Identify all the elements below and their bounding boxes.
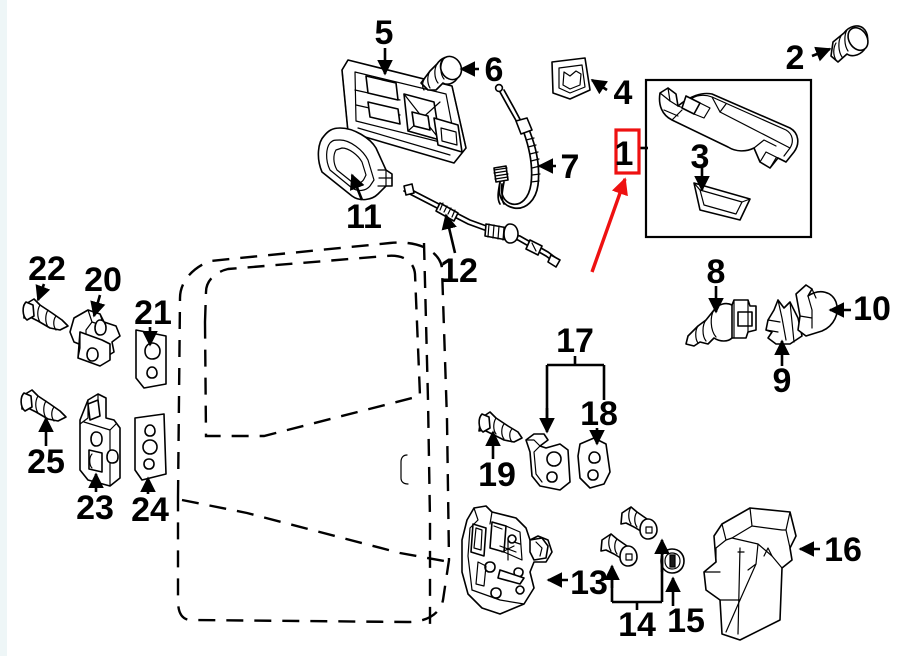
- leader-20: [90, 294, 106, 318]
- callout-17: 17: [556, 322, 594, 360]
- door-shell-outline: [176, 241, 451, 630]
- highlight-box-part-1: [614, 128, 641, 175]
- part-24-hinge-shim: [134, 413, 167, 481]
- part-25-hinge-bolt: [20, 389, 67, 422]
- callout-4: 4: [614, 74, 633, 112]
- part-8-lock-cylinder: [685, 299, 757, 347]
- part-12-control-cable: [403, 183, 561, 268]
- part-2-handle-bolt: [830, 25, 869, 63]
- part-10-cylinder-cover: [795, 284, 838, 337]
- left-edge-strip: [0, 0, 7, 656]
- callout-11: 11: [346, 198, 382, 236]
- callout-12: 12: [440, 252, 478, 290]
- callout-19: 19: [478, 456, 516, 494]
- callout-8: 8: [707, 253, 726, 291]
- part-20-upper-hinge: [69, 309, 121, 367]
- leader-22: [35, 283, 51, 302]
- part-22-hinge-bolt: [22, 298, 69, 331]
- leader-4: [590, 78, 609, 95]
- part-15-latch-grommet: [660, 548, 685, 574]
- part-19-striker-bolt: [478, 411, 523, 443]
- callout-16: 16: [824, 531, 862, 569]
- callout-15: 15: [667, 602, 705, 640]
- callout-10: 10: [853, 290, 891, 328]
- callout-9: 9: [773, 362, 792, 400]
- callout-18: 18: [580, 395, 618, 433]
- bracket-14: [610, 556, 664, 610]
- part-6-screw: [420, 55, 463, 91]
- callout-14: 14: [618, 606, 656, 644]
- leader-11: [349, 173, 365, 201]
- part-16-channel-cover: [703, 507, 797, 641]
- part-13-door-latch: [461, 505, 553, 615]
- callout-6: 6: [485, 51, 504, 89]
- part-4-lock-bezel: [551, 57, 591, 100]
- leader-12: [441, 213, 457, 254]
- callout-23: 23: [76, 489, 114, 527]
- callout-13: 13: [570, 564, 608, 602]
- callout-numbers: 1 2 3 4 5 6 7 8 9 10 11 12 13 14 15 16 1…: [27, 14, 891, 644]
- callout-25: 25: [27, 443, 65, 481]
- callout-5: 5: [375, 14, 394, 52]
- part-14-latch-screws: [600, 506, 658, 567]
- part-18-striker-shim: [577, 437, 611, 489]
- callout-3: 3: [691, 138, 710, 176]
- callout-20: 20: [84, 261, 122, 299]
- part-17-striker-plate: [525, 433, 571, 491]
- callout-1: 1: [615, 135, 634, 173]
- callout-22: 22: [28, 250, 66, 288]
- part-1-outside-handle: [658, 87, 799, 169]
- bracket-17: [545, 356, 606, 430]
- part-7-release-cable: [493, 83, 541, 210]
- callout-7: 7: [561, 148, 580, 186]
- part-23-lower-hinge: [79, 393, 121, 487]
- highlight-arrow: [590, 177, 628, 273]
- leader-2: [811, 46, 832, 62]
- callout-24: 24: [131, 491, 169, 529]
- highlight-annotation: [590, 128, 641, 273]
- callout-2: 2: [786, 39, 805, 77]
- handle-detail-box: [644, 78, 813, 239]
- callout-21: 21: [134, 294, 172, 332]
- part-9-retainer-clip: [765, 299, 803, 345]
